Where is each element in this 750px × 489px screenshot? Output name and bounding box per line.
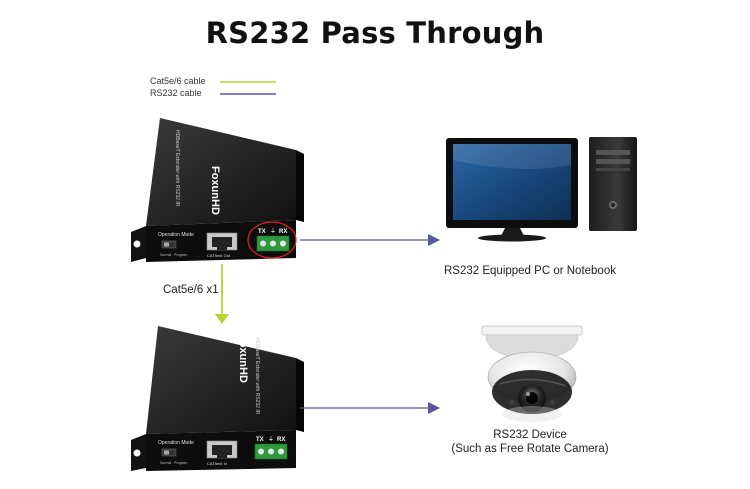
bottom-device-brand: FoxunHD [237, 334, 249, 383]
pc-monitor [446, 138, 578, 242]
top-extender-device: FoxunHD HDBaseT Extender with RS232 IR O… [131, 118, 304, 262]
rs232-arrowhead-bottom [428, 402, 440, 414]
top-device-model: HDBaseT Extender with RS232 IR [174, 130, 180, 207]
top-device-mode-label: Operation Mode [158, 232, 194, 238]
top-device-brand: FoxunHD [209, 166, 221, 215]
camera-label-line2: (Such as Free Rotate Camera) [451, 443, 609, 455]
bottom-device-in-label: CAT5e/6 In [207, 461, 227, 466]
top-device-out-label: CAT5e/6 Out [207, 253, 231, 258]
pc-tower [589, 137, 637, 231]
top-rs232-rx: RX [279, 229, 287, 235]
bottom-extender-device: FoxunHD HDBaseT Extender with RS232 IR O… [131, 326, 304, 471]
top-device-normal: Normal [160, 253, 172, 257]
bottom-device-program: Program [174, 461, 188, 465]
bottom-device-model: HDBaseT Extender with RS232 IR [254, 338, 260, 415]
bottom-rs232-tx: TX [256, 437, 264, 443]
cable-label: Cat5e/6 x1 [163, 284, 219, 296]
top-rs232-tx: TX [258, 229, 266, 235]
top-rs232-highlight [247, 221, 297, 259]
bottom-device-normal: Normal [160, 461, 172, 465]
cat5-cable-arrowhead [215, 314, 229, 324]
dome-camera [481, 325, 583, 422]
legend-label-rs232: RS232 cable [150, 88, 202, 98]
svg-text:⏚: ⏚ [270, 228, 276, 235]
rs232-arrowhead-top [428, 234, 440, 246]
pc-label: RS232 Equipped PC or Notebook [444, 265, 616, 277]
top-device-program: Program [174, 253, 188, 257]
camera-label-line1: RS232 Device [493, 429, 567, 441]
legend-label-cat5: Cat5e/6 cable [150, 76, 206, 86]
page-title: RS232 Pass Through [205, 16, 545, 50]
svg-text:⏚: ⏚ [268, 436, 274, 443]
bottom-rs232-rx: RX [277, 437, 285, 443]
bottom-device-mode-label: Operation Mode [158, 440, 194, 446]
